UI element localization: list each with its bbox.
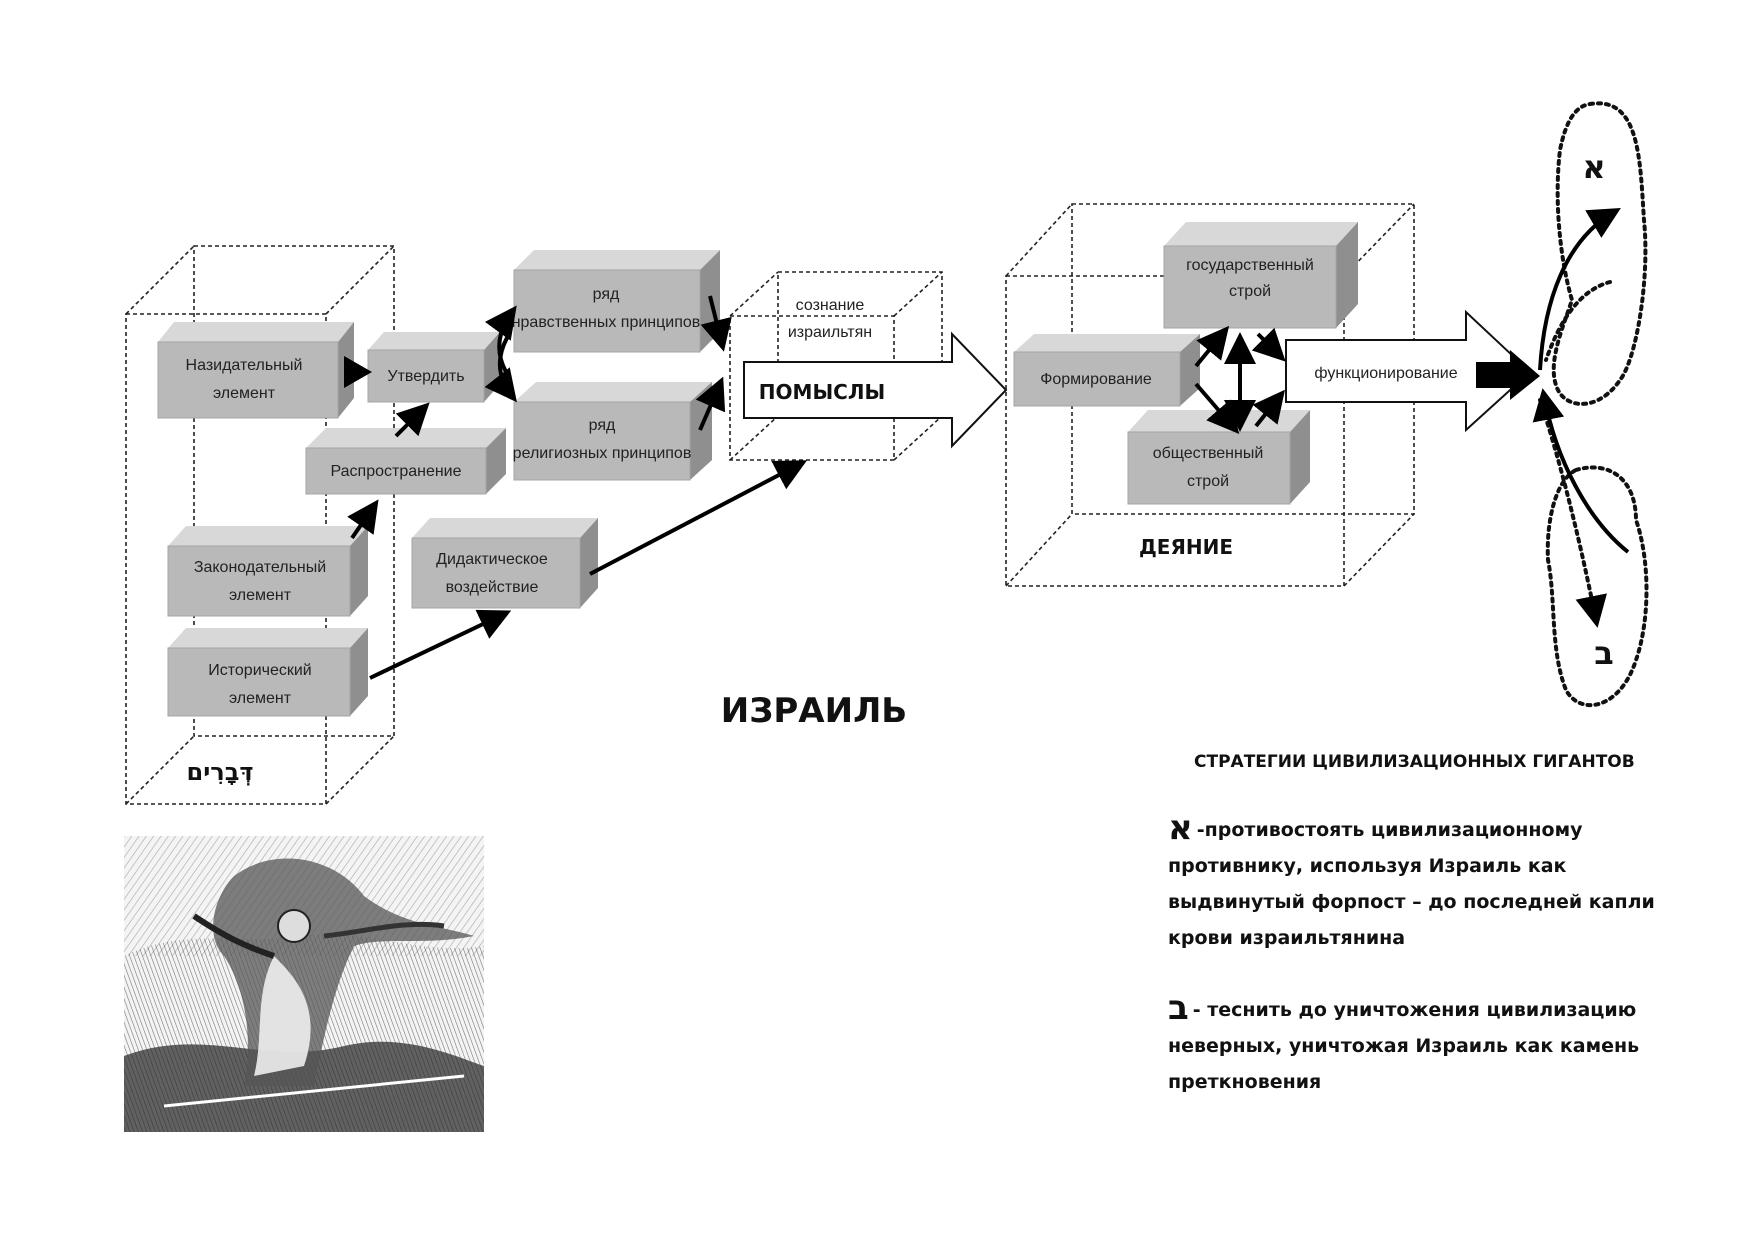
legend-item-b-text: - теснить до уничтожения цивилизацию нев… [1168,999,1639,1093]
text-line: элемент [229,690,292,707]
text-line: ряд [593,286,620,303]
legend-bet-letter: ב [1168,988,1189,1028]
formirovanie-text: Формирование [1040,371,1152,388]
text-line: строй [1187,473,1229,490]
aleph-label: א [1582,148,1605,186]
bet-label: ב [1594,634,1614,672]
utverdit-box: Утвердить [368,332,500,402]
text-line: государственный [1186,257,1314,274]
zakonodatelny-box: Законодательный элемент [168,526,368,616]
text-line: сознание [796,297,865,314]
text-line: религиозных принципов [513,445,692,462]
ryad-religioznyh-box: ряд религиозных принципов [513,382,712,480]
didakticheskoe-box: Дидактическое воздействие [412,518,598,608]
legend-item-a: א-противостоять цивилизационному противн… [1168,810,1688,956]
utverdit-text: Утвердить [387,368,464,385]
text-line: Исторический [208,662,312,679]
soznanie-text: сознание израильтян [788,297,872,341]
legend-item-a-text: -противостоять цивилизационному противни… [1168,819,1655,949]
strategy-blobs [1540,103,1647,705]
funktsionirovanie-label: функционирование [1314,365,1457,382]
text-line: Дидактическое [436,551,548,568]
obshchestvenny-box: общественный строй [1128,410,1310,504]
text-line: воздействие [446,579,539,596]
formirovanie-box: Формирование [1014,334,1200,406]
rasprostranenie-box: Распространение [306,428,506,494]
izrail-label: ИЗРАИЛЬ [721,691,907,731]
engraving-moses-image [124,836,484,1132]
legend-aleph-letter: א [1168,808,1193,848]
rasprostranenie-text: Распространение [330,463,461,480]
text-line: строй [1229,283,1271,300]
text-line: элемент [213,385,276,402]
legend-item-b: ב- теснить до уничтожения цивилизацию не… [1168,990,1688,1100]
text-line: ряд [589,417,616,434]
text-line: израильтян [788,324,872,341]
text-line: нравственных принципов [512,314,701,331]
legend-title: СТРАТЕГИИ ЦИВИЛИЗАЦИОННЫХ ГИГАНТОВ [1194,752,1635,772]
dvarim-label: דְּבָרִים [187,758,254,786]
engraving-illustration-icon [124,836,484,1132]
text-line: элемент [229,587,292,604]
text-line: Назидательный [186,357,303,374]
nazidatelny-box: Назидательный элемент [158,322,354,418]
text-line: общественный [1153,445,1264,462]
istorichesky-box: Исторический элемент [168,628,368,716]
gosudarstvenny-box: государственный строй [1164,222,1358,328]
pomysly-label: ПОМЫСЛЫ [759,380,885,404]
ryad-nravstvennyh-box: ряд нравственных принципов [512,250,720,352]
text-line: Законодательный [194,559,326,576]
deyanie-label: ДЕЯНИЕ [1139,535,1233,559]
